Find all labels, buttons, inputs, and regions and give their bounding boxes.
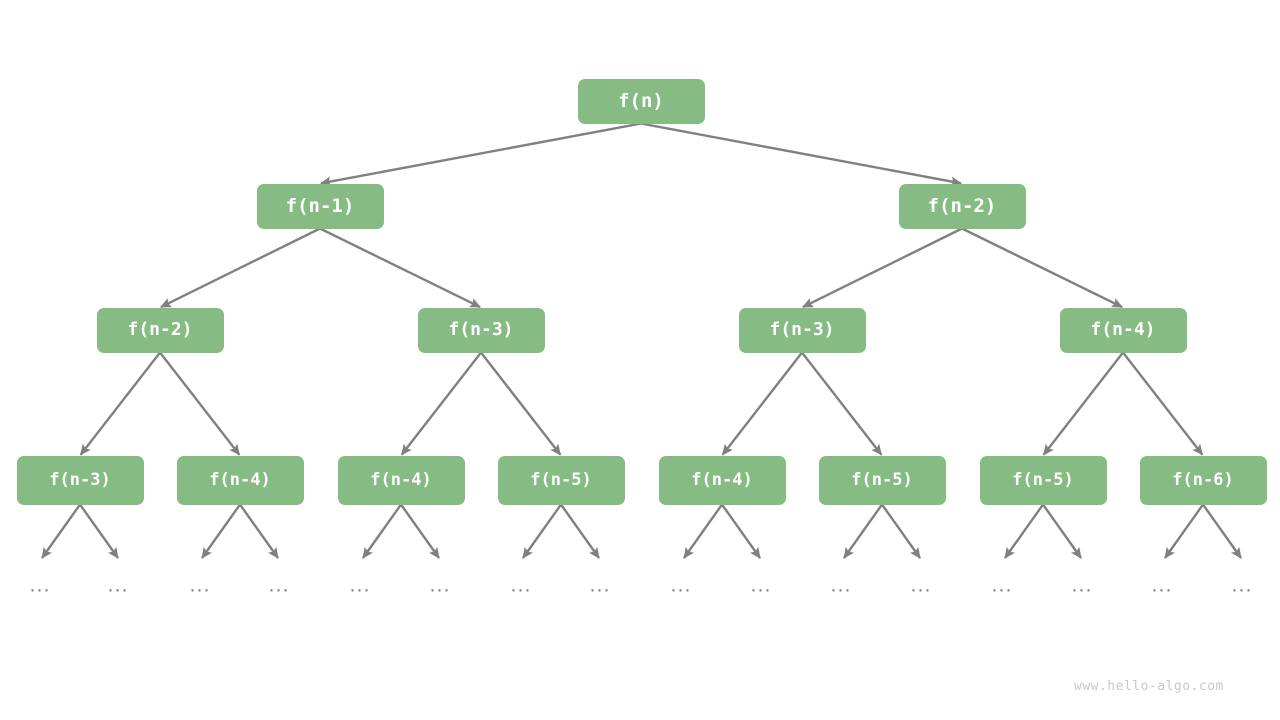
tree-edge bbox=[1042, 351, 1124, 456]
tree-node: f(n-3) bbox=[738, 307, 866, 353]
tree-node: f(n-5) bbox=[497, 455, 625, 505]
tree-leaf-edge bbox=[362, 503, 402, 559]
ellipsis-marker: ... bbox=[1231, 574, 1253, 597]
tree-node: f(n-6) bbox=[1139, 455, 1267, 505]
watermark: www.hello-algo.com bbox=[1074, 679, 1224, 694]
tree-node: f(n-3) bbox=[16, 455, 144, 505]
ellipsis-marker: ... bbox=[750, 574, 772, 597]
ellipsis-marker: ... bbox=[349, 574, 371, 597]
tree-node-label: f(n-2) bbox=[927, 194, 997, 217]
tree-node-label: f(n-6) bbox=[1172, 469, 1234, 490]
ellipsis-marker: ... bbox=[189, 574, 211, 597]
tree-edge bbox=[802, 227, 963, 309]
tree-leaf-edge bbox=[1164, 503, 1204, 559]
ellipsis-marker: ... bbox=[830, 574, 852, 597]
tree-node-label: f(n-1) bbox=[285, 194, 355, 217]
tree-leaf-edge bbox=[239, 503, 279, 559]
tree-node-label: f(n-5) bbox=[530, 469, 592, 490]
tree-leaf-edge bbox=[522, 503, 562, 559]
tree-leaf-edge bbox=[79, 503, 119, 559]
tree-node: f(n-5) bbox=[818, 455, 946, 505]
tree-node-label: f(n) bbox=[618, 89, 664, 112]
tree-edge bbox=[319, 227, 481, 309]
tree-edge bbox=[801, 351, 883, 456]
tree-node: f(n-3) bbox=[417, 307, 545, 353]
tree-edge bbox=[1122, 351, 1204, 456]
ellipsis-marker: ... bbox=[107, 574, 129, 597]
tree-edge bbox=[320, 122, 642, 187]
ellipsis-marker: ... bbox=[29, 574, 51, 597]
tree-node-label: f(n-4) bbox=[691, 469, 753, 490]
tree-leaf-edge bbox=[721, 503, 761, 559]
tree-edge bbox=[160, 227, 321, 309]
tree-edge bbox=[400, 351, 482, 456]
tree-node: f(n-1) bbox=[256, 183, 384, 229]
tree-node-label: f(n-5) bbox=[1012, 469, 1074, 490]
tree-leaf-edge bbox=[201, 503, 241, 559]
tree-node: f(n-5) bbox=[979, 455, 1107, 505]
tree-leaf-edge bbox=[1004, 503, 1044, 559]
ellipsis-marker: ... bbox=[910, 574, 932, 597]
tree-node: f(n-4) bbox=[337, 455, 465, 505]
tree-node-label: f(n-4) bbox=[370, 469, 432, 490]
ellipsis-marker: ... bbox=[429, 574, 451, 597]
tree-node-label: f(n-3) bbox=[769, 319, 835, 340]
tree-leaf-edge bbox=[683, 503, 723, 559]
tree-node: f(n-2) bbox=[898, 183, 1026, 229]
tree-node: f(n-4) bbox=[176, 455, 304, 505]
ellipsis-marker: ... bbox=[1151, 574, 1173, 597]
tree-node-label: f(n-4) bbox=[1090, 319, 1156, 340]
tree-leaf-edge bbox=[1202, 503, 1242, 559]
tree-edge bbox=[961, 227, 1123, 309]
tree-leaf-edge bbox=[1042, 503, 1082, 559]
tree-node: f(n-4) bbox=[658, 455, 786, 505]
ellipsis-marker: ... bbox=[510, 574, 532, 597]
tree-node-label: f(n-4) bbox=[209, 469, 271, 490]
ellipsis-marker: ... bbox=[1071, 574, 1093, 597]
tree-node: f(n) bbox=[577, 78, 705, 124]
tree-leaf-edge bbox=[560, 503, 600, 559]
tree-node: f(n-2) bbox=[96, 307, 224, 353]
tree-node-label: f(n-2) bbox=[127, 319, 193, 340]
tree-node-label: f(n-3) bbox=[49, 469, 111, 490]
tree-leaf-edge bbox=[843, 503, 883, 559]
ellipsis-marker: ... bbox=[268, 574, 290, 597]
tree-node-label: f(n-5) bbox=[851, 469, 913, 490]
ellipsis-marker: ... bbox=[991, 574, 1013, 597]
tree-edge bbox=[721, 351, 803, 456]
tree-edge bbox=[159, 351, 241, 456]
tree-leaf-edge bbox=[400, 503, 440, 559]
tree-node-label: f(n-3) bbox=[448, 319, 514, 340]
tree-edge bbox=[640, 122, 962, 187]
ellipsis-marker: ... bbox=[670, 574, 692, 597]
tree-leaf-edge bbox=[881, 503, 921, 559]
ellipsis-marker: ... bbox=[589, 574, 611, 597]
tree-leaf-edge bbox=[41, 503, 81, 559]
tree-edge bbox=[480, 351, 562, 456]
tree-node: f(n-4) bbox=[1059, 307, 1187, 353]
tree-edge bbox=[79, 351, 161, 456]
